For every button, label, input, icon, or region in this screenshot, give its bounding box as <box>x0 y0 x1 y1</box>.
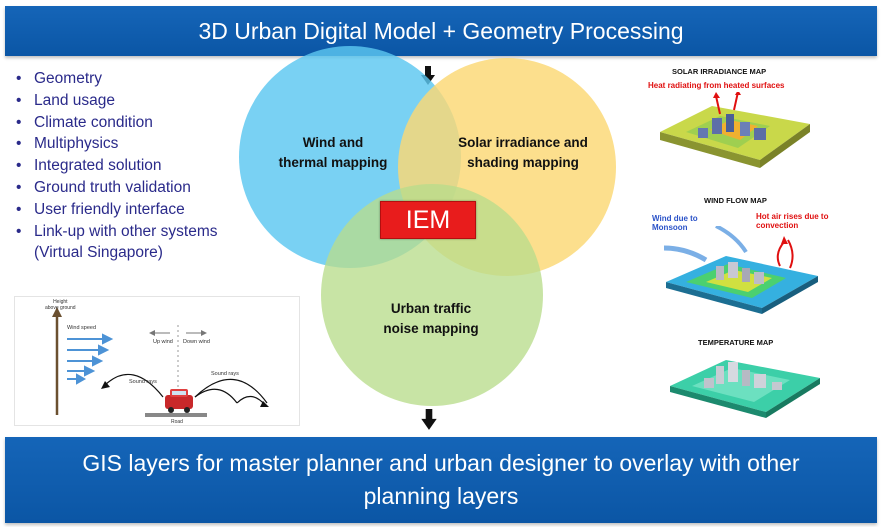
label-line: Hot air rises due to <box>756 212 829 221</box>
wind-map-note-left: Wind due to Monsoon <box>652 214 698 232</box>
iem-center-badge: IEM <box>380 201 476 239</box>
wind-speed-label: Wind speed <box>67 325 97 331</box>
list-item: Integrated solution <box>16 155 218 177</box>
sound-rays-right-label: Sound rays <box>211 371 239 377</box>
list-item: Multiphysics <box>16 133 218 155</box>
height-label: Height above ground <box>45 299 76 311</box>
sound-rays-left-label: Sound rays <box>129 379 157 385</box>
label-line: above ground <box>45 305 76 311</box>
wind-map-title: WIND FLOW MAP <box>704 196 767 205</box>
up-wind-label: Up wind <box>153 339 173 345</box>
sound-propagation-diagram: Height above ground Wind speed Up wind D… <box>14 296 300 426</box>
list-item: Ground truth validation <box>16 177 218 199</box>
label-line: Height <box>53 299 68 305</box>
solar-irradiance-map-image <box>660 92 810 168</box>
footer-text: GIS layers for master planner and urban … <box>82 450 800 509</box>
title-banner: 3D Urban Digital Model + Geometry Proces… <box>5 6 877 56</box>
road-label: Road <box>171 419 183 425</box>
label-line: Urban traffic <box>390 301 472 316</box>
list-item: Geometry <box>16 68 218 90</box>
sound-diagram-graphic <box>52 307 269 417</box>
label-line: Solar irradiance and <box>458 135 588 150</box>
label-line: Monsoon <box>652 223 688 232</box>
solar-map-note: Heat radiating from heated surfaces <box>648 81 785 90</box>
page-title: 3D Urban Digital Model + Geometry Proces… <box>198 17 684 44</box>
wind-circle-label: Wind and thermal mapping <box>258 133 408 173</box>
list-item: User friendly interface <box>16 199 218 221</box>
solar-circle-label: Solar irradiance and shading mapping <box>440 133 606 173</box>
temperature-map-image <box>670 360 820 418</box>
solar-map-title: SOLAR IRRADIANCE MAP <box>672 67 767 76</box>
list-item: Land usage <box>16 90 218 112</box>
list-item: Climate condition <box>16 112 218 134</box>
list-item-continuation: (Virtual Singapore) <box>34 244 163 262</box>
feature-list: Geometry Land usage Climate condition Mu… <box>16 68 218 264</box>
iem-label: IEM <box>405 205 451 234</box>
wind-map-note-right: Hot air rises due to convection <box>756 212 828 230</box>
label-line: Wind due to <box>652 214 698 223</box>
down-arrow-icon <box>421 66 435 85</box>
label-line: noise mapping <box>383 321 479 336</box>
down-arrow-icon <box>421 409 437 430</box>
down-wind-label: Down wind <box>183 339 210 345</box>
traffic-circle-label: Urban traffic noise mapping <box>356 299 506 339</box>
label-line: Wind and <box>302 135 364 150</box>
wind-flow-map-image <box>663 226 818 314</box>
temperature-map-title: TEMPERATURE MAP <box>698 338 774 347</box>
label-line: shading mapping <box>467 155 579 170</box>
label-line: thermal mapping <box>278 155 388 170</box>
list-item: Link-up with other systems <box>16 221 218 243</box>
footer-banner: GIS layers for master planner and urban … <box>5 437 877 523</box>
label-line: convection <box>756 221 799 230</box>
